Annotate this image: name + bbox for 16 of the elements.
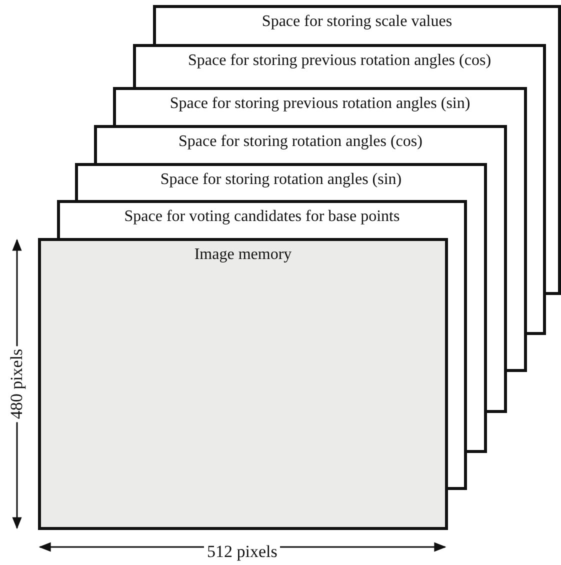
frame-label: Space for storing scale values: [262, 13, 452, 31]
dimension-label: 512 pixels: [204, 542, 280, 562]
image-memory-frame: [38, 238, 448, 530]
memory-frame: [133, 44, 546, 87]
frame-label: Space for storing previous rotation angles (sin): [170, 95, 470, 113]
memory-frame: [94, 125, 507, 163]
memory-frame: [57, 200, 467, 238]
frame-label: Space for storing rotation angles (sin): [160, 171, 402, 189]
frame-label: Space for storing rotation angles (cos): [178, 133, 422, 151]
frame-label: Image memory: [194, 246, 292, 264]
frame-label: Space for storing previous rotation angles (cos): [188, 52, 492, 70]
memory-frame: [113, 87, 527, 125]
memory-frame: [75, 163, 487, 200]
dimension-label: 480 pixels: [7, 346, 28, 422]
memory-frame: [153, 5, 561, 44]
frame-label: Space for voting candidates for base points: [124, 208, 400, 226]
